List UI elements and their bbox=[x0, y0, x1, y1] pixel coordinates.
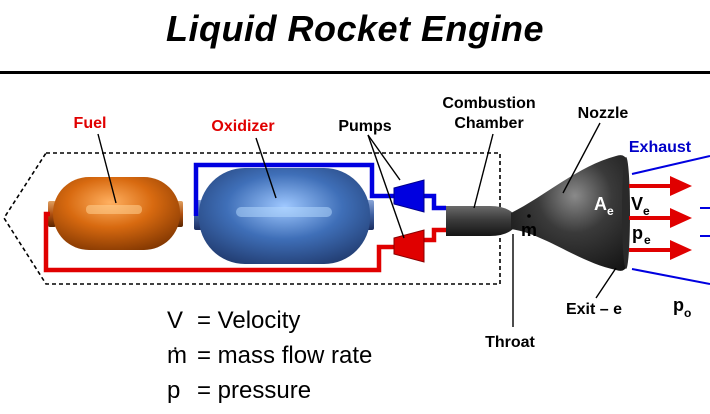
exit-pressure-subscript: e bbox=[644, 233, 651, 247]
ambient-pressure-text: p bbox=[673, 295, 684, 315]
legend-mass-flow-dot: · bbox=[172, 337, 179, 359]
velocity-text: V bbox=[631, 194, 643, 214]
throat-label: Throat bbox=[485, 334, 535, 351]
area-subscript: e bbox=[607, 204, 614, 218]
legend-mass-flow: ·m= mass flow rate bbox=[167, 338, 373, 370]
area-text: A bbox=[594, 194, 607, 214]
area-symbol: A e bbox=[594, 194, 614, 218]
nozzle-exit-plane bbox=[622, 157, 630, 269]
legend-velocity-symbol: V bbox=[167, 307, 184, 334]
exhaust-plume-lines bbox=[631, 155, 710, 285]
velocity-subscript: e bbox=[643, 204, 650, 218]
combustion-chamber bbox=[446, 206, 513, 236]
legend-pressure-symbol: p bbox=[167, 377, 181, 404]
title-divider bbox=[0, 71, 710, 74]
oxidizer-line bbox=[193, 162, 400, 216]
leader-lines bbox=[97, 122, 617, 327]
fuel-pump bbox=[393, 229, 425, 263]
exit-label: Exit – e bbox=[566, 301, 622, 318]
exit-pressure-symbol: p e bbox=[632, 223, 651, 247]
oxidizer-pump bbox=[393, 179, 425, 213]
fuel-line bbox=[43, 211, 400, 273]
mdot-text: m bbox=[521, 220, 537, 240]
legend-pressure-text: = pressure bbox=[197, 377, 312, 404]
legend-velocity: V = Velocity bbox=[167, 307, 300, 335]
legend-mass-flow-letter: m bbox=[167, 342, 187, 369]
fuel-feed-line bbox=[416, 227, 446, 243]
oxidizer-label: Oxidizer bbox=[211, 118, 274, 135]
ambient-pressure-symbol: p o bbox=[673, 295, 691, 320]
engine bbox=[446, 155, 630, 271]
legend-mass-flow-text: = mass flow rate bbox=[197, 342, 373, 369]
combustion-label-line1: Combustion bbox=[442, 95, 535, 112]
nozzle-bell bbox=[511, 155, 627, 271]
pumps-label: Pumps bbox=[338, 118, 391, 135]
oxidizer-feed-line bbox=[416, 193, 446, 211]
legend-pressure: p = pressure bbox=[167, 377, 311, 405]
mdot-symbol: m bbox=[521, 214, 537, 240]
exit-pressure-text: p bbox=[632, 223, 643, 243]
exhaust-label: Exhaust bbox=[629, 139, 692, 156]
fuel-tank bbox=[48, 177, 183, 250]
ambient-pressure-subscript: o bbox=[684, 306, 691, 320]
combustion-label-line2: Chamber bbox=[454, 115, 523, 132]
legend-velocity-text: = Velocity bbox=[197, 307, 301, 334]
page-title: Liquid Rocket Engine bbox=[165, 8, 544, 49]
legend-mass-flow-symbol: ·m bbox=[167, 338, 197, 370]
oxidizer-tank bbox=[194, 168, 374, 264]
rocket-body-outline bbox=[3, 152, 501, 285]
exit-velocity-symbol: V e bbox=[631, 194, 650, 218]
nozzle-label: Nozzle bbox=[578, 105, 629, 122]
exhaust-arrows bbox=[629, 176, 692, 260]
fuel-label: Fuel bbox=[74, 115, 107, 132]
